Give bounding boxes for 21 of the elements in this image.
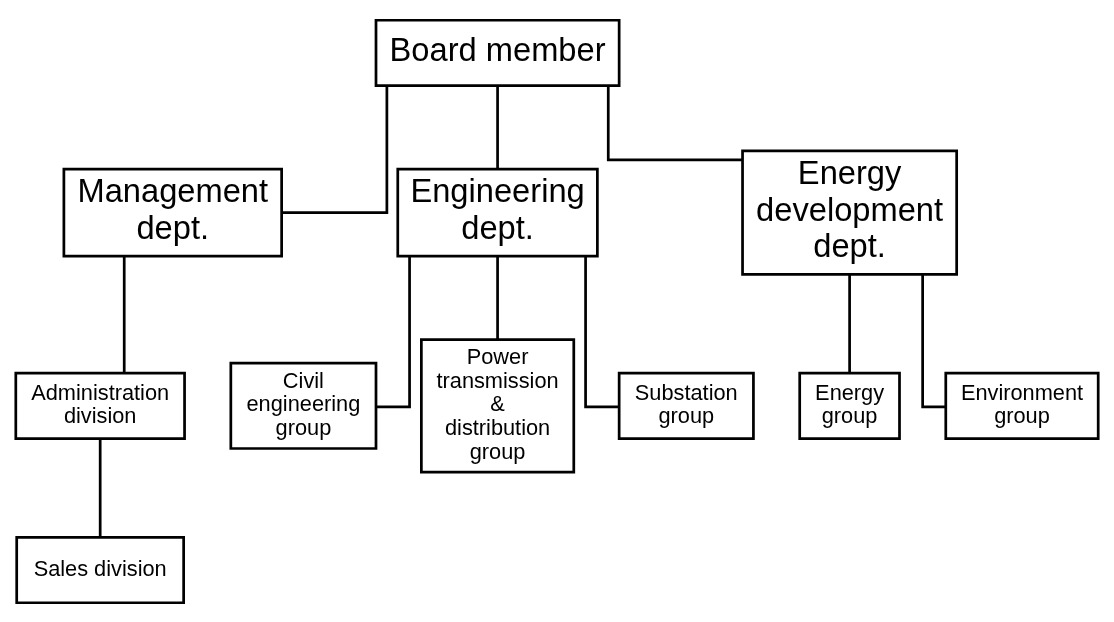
connector <box>496 85 499 169</box>
node-box: Environment group <box>944 371 1100 440</box>
connector <box>584 255 620 408</box>
connector <box>281 85 389 214</box>
node-box: Management dept. <box>62 167 283 257</box>
connector <box>496 255 499 339</box>
connector <box>98 438 102 537</box>
node-box: Sales division <box>15 535 185 604</box>
connector <box>848 274 851 373</box>
node-box: Civil engineering group <box>229 361 378 450</box>
connector <box>122 255 126 373</box>
connector <box>376 255 411 408</box>
node-box: Board member <box>374 18 621 87</box>
connector <box>921 274 946 408</box>
node-box: Power transmission & distribution group <box>420 337 576 473</box>
node-box: Energy development dept. <box>741 149 958 276</box>
node-box: Substation group <box>617 371 755 440</box>
node-box: Engineering dept. <box>396 167 599 257</box>
node-box: Energy group <box>798 371 901 440</box>
node-box: Administration division <box>14 371 186 440</box>
connector <box>606 85 743 161</box>
